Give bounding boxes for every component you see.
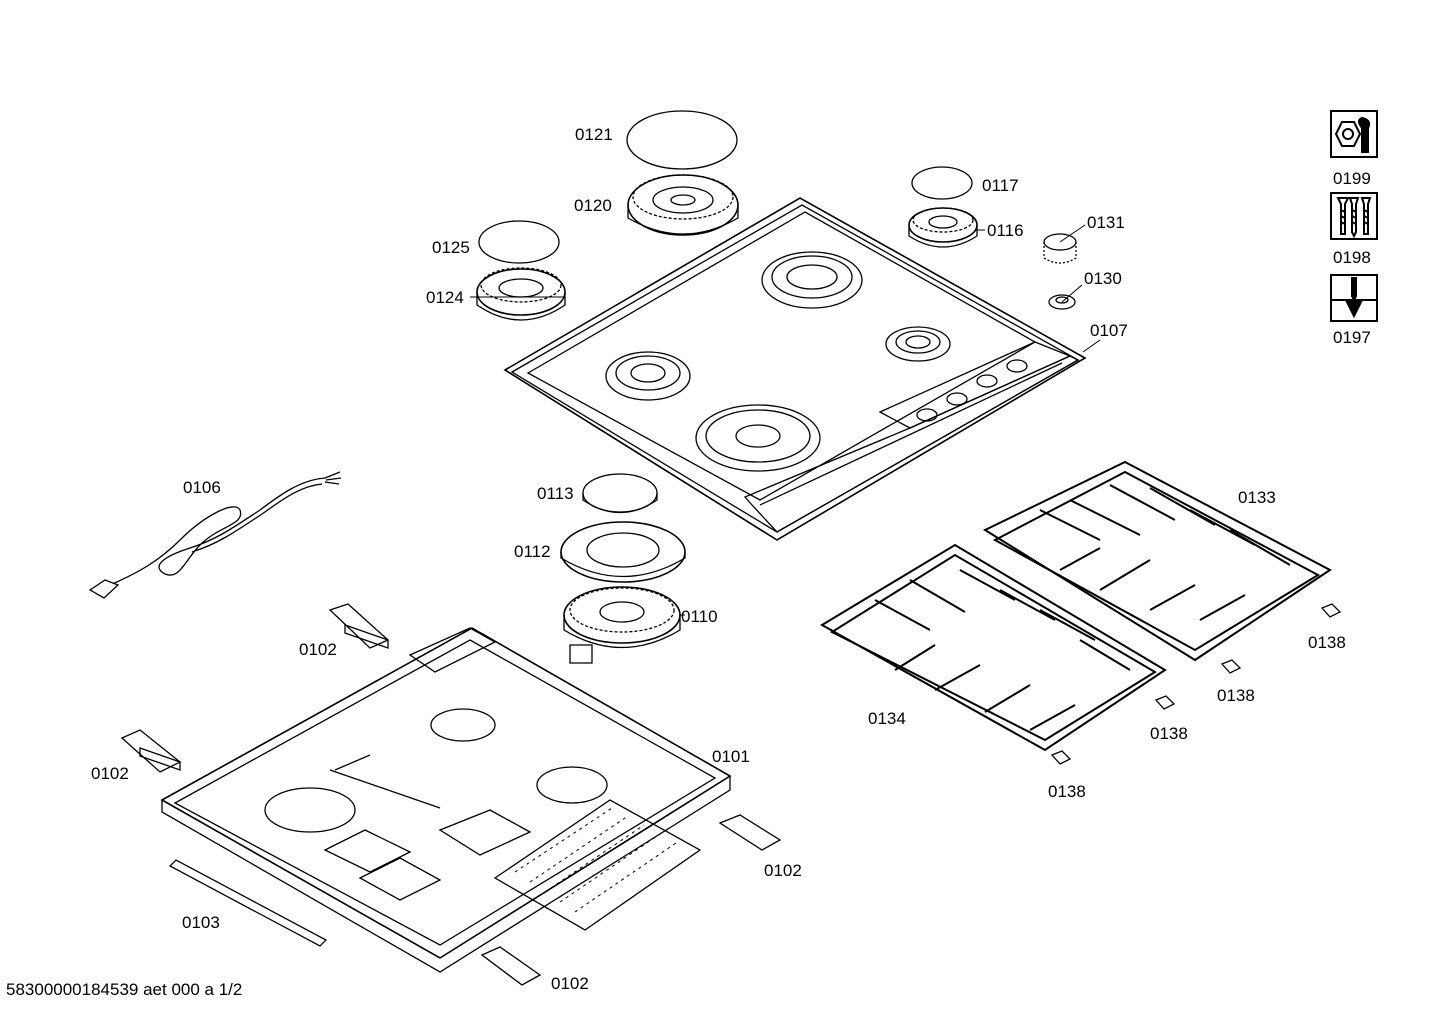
bracket-0102-top xyxy=(330,604,388,648)
bracket-0102-right xyxy=(720,815,780,850)
burner-head-0116 xyxy=(909,208,977,247)
label-0138-b: 0138 xyxy=(1217,686,1255,705)
label-0102-top: 0102 xyxy=(299,640,337,659)
document-id: 58300000184539 aet 000 a 1/2 xyxy=(6,980,243,999)
label-0117: 0117 xyxy=(982,176,1019,195)
label-0121: 0121 xyxy=(575,125,613,144)
wrench-nut-icon xyxy=(1330,110,1378,158)
label-0120: 0120 xyxy=(574,196,612,215)
label-0138-c: 0138 xyxy=(1150,724,1188,743)
label-0102-right: 0102 xyxy=(764,861,802,880)
label-0101: 0101 xyxy=(712,747,750,766)
burner-head-0124 xyxy=(477,268,565,320)
label-0197: 0197 xyxy=(1333,328,1371,347)
seal-strip-0103 xyxy=(170,860,326,946)
label-0125: 0125 xyxy=(432,238,470,257)
screwdriver-icon xyxy=(1330,274,1378,322)
label-0106: 0106 xyxy=(183,478,221,497)
rubber-foot-0138-c xyxy=(1156,696,1174,709)
burner-cap-0113 xyxy=(583,474,657,513)
pan-support-0134 xyxy=(822,545,1165,750)
label-0199: 0199 xyxy=(1333,169,1371,188)
burner-ring-0112 xyxy=(561,522,685,582)
pan-support-0133 xyxy=(985,462,1330,660)
label-0133: 0133 xyxy=(1238,488,1276,507)
screws-icon xyxy=(1330,192,1378,240)
label-0138-d: 0138 xyxy=(1048,782,1086,801)
burner-cap-0117 xyxy=(912,167,972,199)
bracket-0102-left xyxy=(122,730,180,772)
label-0131: 0131 xyxy=(1087,213,1125,232)
burner-head-0110 xyxy=(564,587,680,663)
rubber-foot-0138-b xyxy=(1222,660,1240,673)
power-cable-0106 xyxy=(90,472,341,598)
label-0103: 0103 xyxy=(182,913,220,932)
hob-top-plate xyxy=(505,198,1085,540)
vent-holes xyxy=(515,808,676,912)
label-0138-a: 0138 xyxy=(1308,633,1346,652)
burner-cap-0125 xyxy=(479,221,559,263)
label-0198: 0198 xyxy=(1333,248,1371,267)
label-0134: 0134 xyxy=(868,709,906,728)
label-0130: 0130 xyxy=(1084,269,1122,288)
burner-head-0120 xyxy=(628,175,738,235)
label-0116: 0116 xyxy=(987,221,1024,240)
rubber-foot-0138-d xyxy=(1052,751,1070,764)
rubber-foot-0138-a xyxy=(1322,604,1340,617)
bracket-0102-bottom xyxy=(482,947,540,985)
leader-lines xyxy=(470,225,1100,615)
base-tray-0101 xyxy=(162,628,730,972)
burner-cap-0121 xyxy=(627,111,737,169)
label-0107: 0107 xyxy=(1090,321,1128,340)
label-0113: 0113 xyxy=(537,484,574,503)
label-0102-left: 0102 xyxy=(91,764,129,783)
control-knob-0131 xyxy=(1044,234,1076,263)
label-0112: 0112 xyxy=(514,542,551,561)
label-0110: 0110 xyxy=(681,607,718,626)
label-0102-bottom: 0102 xyxy=(551,974,589,993)
label-0124: 0124 xyxy=(426,288,464,307)
